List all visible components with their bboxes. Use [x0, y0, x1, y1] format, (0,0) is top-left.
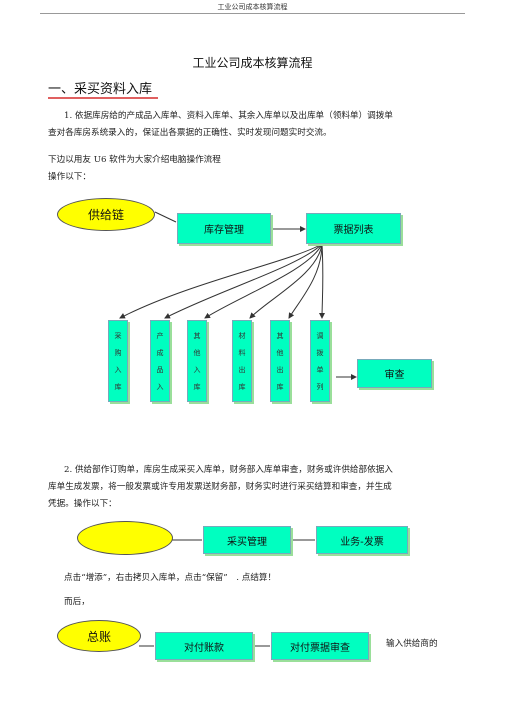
fan-arrow-6 — [319, 243, 326, 319]
column-purchase-inbound: 采购入库 — [108, 320, 128, 402]
bill-list-box: 票据列表 — [306, 213, 401, 244]
payable-bill-review-box: 对付票据审查 — [271, 632, 369, 660]
column-material-outbound: 材料出库 — [232, 320, 252, 402]
paragraph-1-line-1: 1. 依据库房给的产成品入库单、资料入库单、其余入库单以及出库单（领料单）调拨单 — [64, 111, 393, 121]
page-header: 工业公司成本核算流程 — [217, 3, 288, 11]
paragraph-2-line-1: 2. 供给部作订购单，库房生成采买入库单，财务部入库单审查，财务或许供给部依据入 — [64, 465, 393, 475]
intro-line-1: 下边以用友 U6 软件为大家介绍电脑操作流程 — [48, 155, 221, 165]
fan-arrow-5 — [288, 243, 323, 319]
supplier-input-note: 输入供给商的 — [386, 639, 438, 649]
paragraph-2-line-2: 库单生成发票，将一般发票或许专用发票送财务部，财务实时进行采买结算和审查，并生成 — [48, 482, 392, 492]
general-ledger-node: 总账 — [57, 620, 141, 652]
column-other-outbound: 其他出库 — [270, 320, 290, 402]
fan-arrow-4 — [249, 243, 323, 319]
ellipse-to-stock-line — [154, 211, 177, 223]
fan-arrow-2 — [164, 243, 323, 319]
step-instruction: 点击“增添”，右击拷贝入库单，点击“保留” . 点结算！ — [64, 573, 277, 583]
inventory-management-box: 库存管理 — [177, 213, 271, 244]
fan-arrow-1 — [119, 243, 323, 319]
accounts-payable-box: 对付账款 — [155, 632, 253, 660]
document-title: 工业公司成本核算流程 — [192, 56, 313, 70]
section-heading-underline — [48, 97, 158, 99]
business-invoice-box: 业务-发票 — [316, 526, 408, 554]
flow2-ellipse — [77, 521, 173, 555]
fan-arrow-3 — [204, 243, 323, 319]
paragraph-1-line-2: 查对各库房系统录入的，保证出各票据的正确性、实时发现问题实时交流。 — [48, 128, 332, 138]
paragraph-2-line-3: 凭据。操作以下： — [48, 499, 117, 509]
column-finished-goods-inbound: 产成品入 — [150, 320, 170, 402]
then-text: 而后， — [64, 597, 90, 607]
intro-line-2: 操作以下： — [48, 172, 91, 182]
column-transfer-list: 调拨单列 — [310, 320, 330, 402]
purchase-management-box: 采买管理 — [203, 526, 291, 554]
column-other-inbound: 其他入库 — [187, 320, 207, 402]
audit-box: 审查 — [357, 359, 432, 388]
section-heading: 一、采买资料入库 — [48, 82, 153, 97]
header-divider — [40, 13, 465, 14]
supply-chain-node: 供给链 — [57, 198, 155, 231]
